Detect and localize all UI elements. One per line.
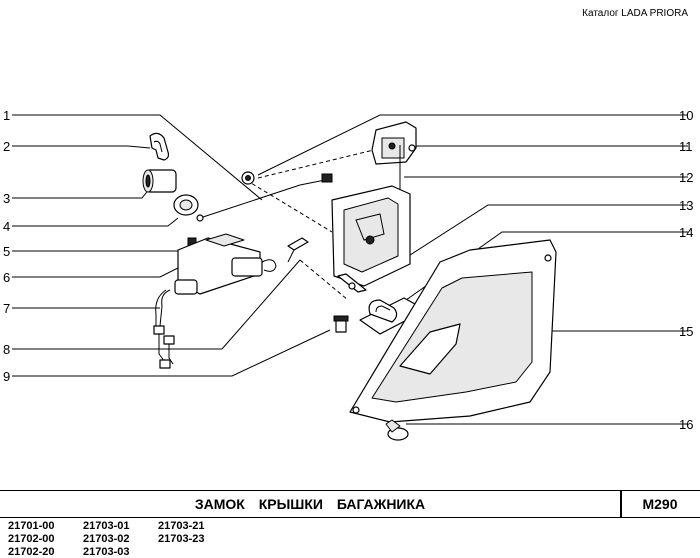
callout-10: 10 xyxy=(679,108,693,123)
model-list: 21701-00 21703-01 21703-21 21702-00 2170… xyxy=(8,520,233,558)
part-spring-clip xyxy=(287,237,309,263)
callout-9: 9 xyxy=(3,369,10,384)
part-actuator xyxy=(153,233,277,369)
part-plug xyxy=(385,419,409,441)
callout-14: 14 xyxy=(679,225,693,240)
callout-15: 15 xyxy=(679,324,693,339)
model-code xyxy=(158,546,233,558)
callout-2: 2 xyxy=(3,139,10,154)
model-code: 21703-21 xyxy=(158,520,205,532)
model-code: 21703-02 xyxy=(83,533,130,545)
page-title: ЗАМОК КРЫШКИ БАГАЖНИКА xyxy=(194,496,426,512)
title-bar: ЗАМОК КРЫШКИ БАГАЖНИКА М290 xyxy=(0,490,700,518)
title-divider xyxy=(620,491,622,517)
part-striker xyxy=(241,121,417,185)
callout-1: 1 xyxy=(3,108,10,123)
callout-13: 13 xyxy=(679,198,693,213)
part-trim-panel xyxy=(349,239,557,423)
model-code: 21703-01 xyxy=(83,520,130,532)
callout-numbers: 1 2 3 4 5 6 7 8 9 10 11 12 13 14 15 16 xyxy=(3,108,693,432)
model-code: 21701-00 xyxy=(8,520,55,532)
part-lock-cylinder xyxy=(142,169,199,216)
callout-16: 16 xyxy=(679,417,693,432)
model-code: 21703-23 xyxy=(158,533,205,545)
alignment-lines xyxy=(245,147,383,301)
callout-8: 8 xyxy=(3,342,10,357)
callout-6: 6 xyxy=(3,270,10,285)
callout-3: 3 xyxy=(3,191,10,206)
part-retaining-clip xyxy=(149,132,170,161)
page-code: М290 xyxy=(642,496,678,512)
callout-11: 11 xyxy=(679,139,693,154)
model-code: 21703-03 xyxy=(83,546,130,558)
catalog-header: Каталог LADA PRIORA xyxy=(582,8,688,19)
callout-12: 12 xyxy=(679,170,693,185)
part-rod xyxy=(196,173,333,222)
callout-leaders-right xyxy=(257,114,688,425)
footer: ЗАМОК КРЫШКИ БАГАЖНИКА М290 21701-00 217… xyxy=(0,490,700,558)
model-code: 21702-20 xyxy=(8,546,55,558)
callout-4: 4 xyxy=(3,219,10,234)
callout-5: 5 xyxy=(3,244,10,259)
model-code: 21702-00 xyxy=(8,533,55,545)
part-lock-mechanism xyxy=(331,185,411,293)
callout-7: 7 xyxy=(3,301,10,316)
part-bracket xyxy=(333,297,427,335)
exploded-parts-diagram: 1 2 3 4 5 6 7 8 9 10 11 12 13 14 15 16 xyxy=(3,108,693,441)
